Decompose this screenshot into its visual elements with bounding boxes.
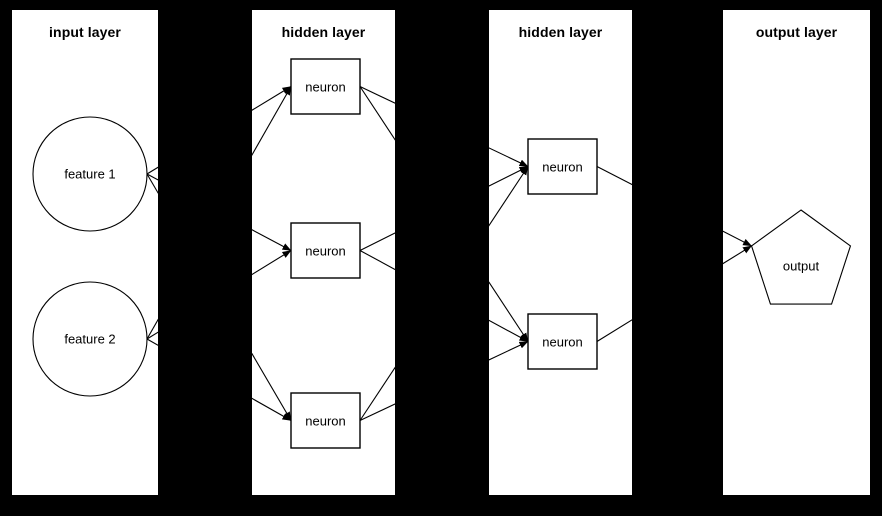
- node-output-node[interactable]: [750, 209, 852, 305]
- edge-segment: [359, 86, 395, 104]
- node-label-feature-2: feature 2: [64, 331, 116, 347]
- edge-segment: [359, 403, 395, 421]
- edge-segment: [596, 319, 632, 342]
- panel-output-layer[interactable]: output layer output: [723, 10, 870, 495]
- edge-segment: [596, 166, 632, 186]
- edge-segment: [252, 352, 292, 421]
- node-label-hidden2-neuron-2: neuron: [542, 334, 583, 349]
- edge-segment: [146, 173, 158, 181]
- edge-segment: [489, 341, 529, 361]
- node-label-hidden1-neuron-3: neuron: [305, 413, 346, 428]
- layer-title-input-layer: input layer: [49, 24, 121, 40]
- edge-segment: [359, 250, 395, 271]
- edge-segment: [723, 230, 752, 247]
- layer-title-output-layer: output layer: [755, 24, 838, 40]
- edge-segment: [489, 166, 529, 227]
- edge-segment: [359, 86, 395, 141]
- panel-edges-hidden-layer-2: [489, 138, 632, 370]
- node-label-hidden1-neuron-1: neuron: [305, 79, 346, 94]
- edge-segment: [489, 147, 529, 167]
- edge-segment: [146, 338, 158, 346]
- edge-segment: [146, 318, 158, 340]
- edge-segment: [252, 250, 292, 276]
- node-label-hidden1-neuron-2: neuron: [305, 243, 346, 258]
- node-label-output-node: output: [782, 258, 820, 274]
- panel-edges-output-layer: [723, 209, 852, 305]
- panel-input-layer[interactable]: input layer feature 1 feature 2: [12, 10, 158, 495]
- edge-segment: [489, 281, 529, 342]
- edge-segment: [359, 366, 395, 421]
- edge-segment: [146, 166, 158, 175]
- layer-title-hidden-layer-2: hidden layer: [518, 24, 603, 40]
- edge-segment: [723, 245, 752, 265]
- node-label-hidden2-neuron-1: neuron: [542, 159, 583, 174]
- panel-hidden-layer-1[interactable]: hidden layer neuron neuron neuron: [252, 10, 395, 495]
- edge-segment: [252, 397, 292, 421]
- edge-segment: [146, 173, 158, 194]
- edge-segment: [489, 166, 529, 187]
- edge-segment: [489, 319, 529, 342]
- edge-segment: [359, 232, 395, 251]
- panel-hidden-layer-2[interactable]: hidden layer neuron neuron: [489, 10, 632, 495]
- edge-segment: [252, 86, 292, 111]
- edge-segment: [252, 86, 292, 156]
- edge-segment: [252, 229, 292, 251]
- node-label-feature-1: feature 1: [64, 166, 116, 182]
- edge-segment: [146, 331, 158, 340]
- layer-title-hidden-layer-1: hidden layer: [281, 24, 366, 40]
- panel-edges-input-layer: [32, 116, 158, 397]
